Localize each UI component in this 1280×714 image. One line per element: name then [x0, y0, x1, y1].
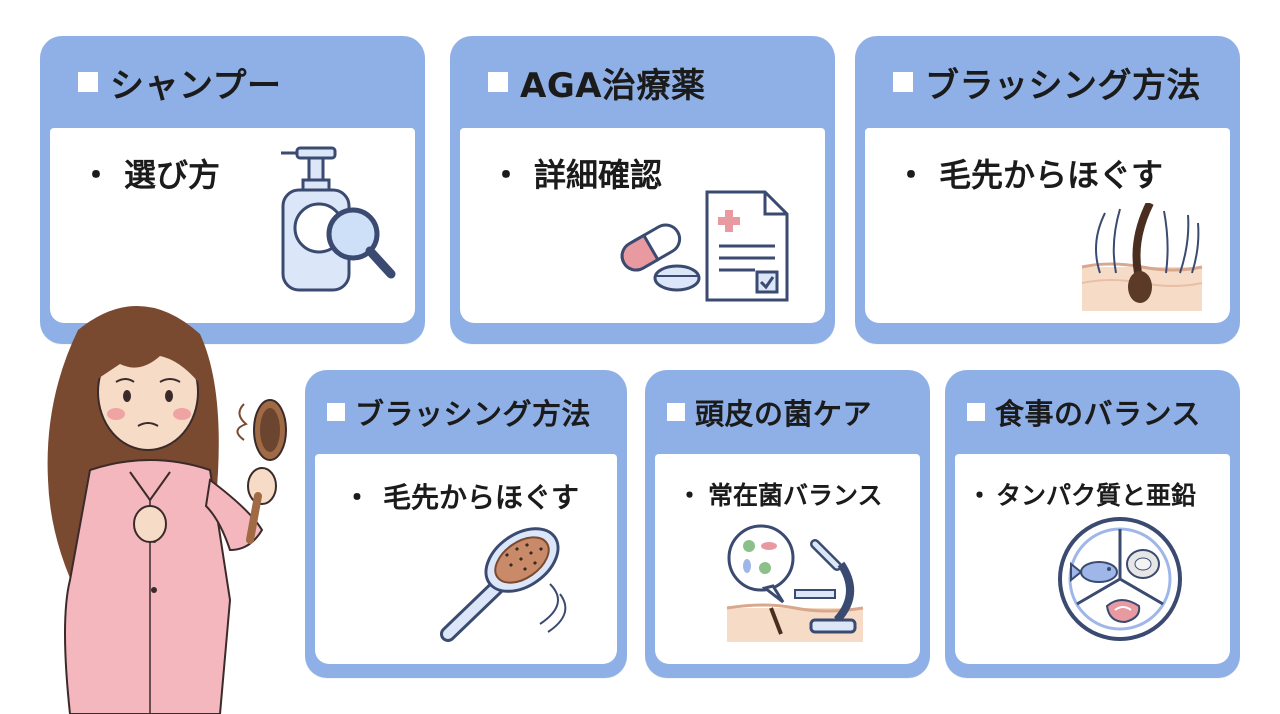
- pills-prescription-icon: [620, 190, 789, 302]
- card-body: ・常在菌バランス: [655, 454, 920, 664]
- card-title: シャンプー: [110, 65, 282, 106]
- square-bullet-icon: [667, 403, 685, 421]
- microscope-bacteria-icon: [726, 524, 864, 642]
- square-bullet-icon: [893, 72, 913, 92]
- card-header: ブラッシング方法: [315, 370, 617, 454]
- card-body: ・選び方: [50, 128, 415, 323]
- card-body: ・詳細確認: [460, 128, 825, 323]
- card-header: シャンプー: [50, 36, 415, 128]
- hairbrush-icon: [440, 527, 567, 642]
- card-diet: 食事のバランス ・タンパク質と亜鉛: [945, 370, 1240, 678]
- card-title: ブラッシング方法: [925, 65, 1201, 106]
- card-header: 食事のバランス: [955, 370, 1230, 454]
- card-title: 食事のバランス: [995, 397, 1201, 431]
- card-bullet: ・毛先からほぐす: [343, 481, 580, 514]
- card-body: ・毛先からほぐす: [315, 454, 617, 664]
- card-bullet: ・常在菌バランス: [677, 481, 883, 510]
- square-bullet-icon: [327, 403, 345, 421]
- card-header: 頭皮の菌ケア: [655, 370, 920, 454]
- card-aga: AGA治療薬 ・詳細確認: [450, 36, 835, 344]
- card-brushing-bottom: ブラッシング方法 ・毛先からほぐす: [305, 370, 627, 678]
- card-shampoo: シャンプー ・選び方: [40, 36, 425, 344]
- plate-fish-oyster-meat-icon: [1058, 517, 1182, 641]
- card-bullet: ・詳細確認: [490, 156, 663, 194]
- card-header: ブラッシング方法: [865, 36, 1230, 128]
- square-bullet-icon: [967, 403, 985, 421]
- card-title: ブラッシング方法: [355, 397, 592, 431]
- hair-follicle-icon: [1081, 203, 1203, 311]
- card-bullet: ・タンパク質と亜鉛: [967, 481, 1197, 510]
- card-bullet: ・選び方: [80, 156, 221, 194]
- card-body: ・毛先からほぐす: [865, 128, 1230, 323]
- card-title: 頭皮の菌ケア: [695, 397, 873, 431]
- card-header: AGA治療薬: [460, 36, 825, 128]
- card-brushing-top: ブラッシング方法 ・毛先からほぐす: [855, 36, 1240, 344]
- square-bullet-icon: [488, 72, 508, 92]
- square-bullet-icon: [78, 72, 98, 92]
- card-bullet: ・毛先からほぐす: [895, 156, 1164, 194]
- worried-girl-illustration: [47, 305, 287, 714]
- card-body: ・タンパク質と亜鉛: [955, 454, 1230, 664]
- shampoo-magnifier-icon: [281, 146, 396, 292]
- card-title: AGA治療薬: [520, 65, 706, 106]
- card-scalp-bacteria: 頭皮の菌ケア ・常在菌バランス: [645, 370, 930, 678]
